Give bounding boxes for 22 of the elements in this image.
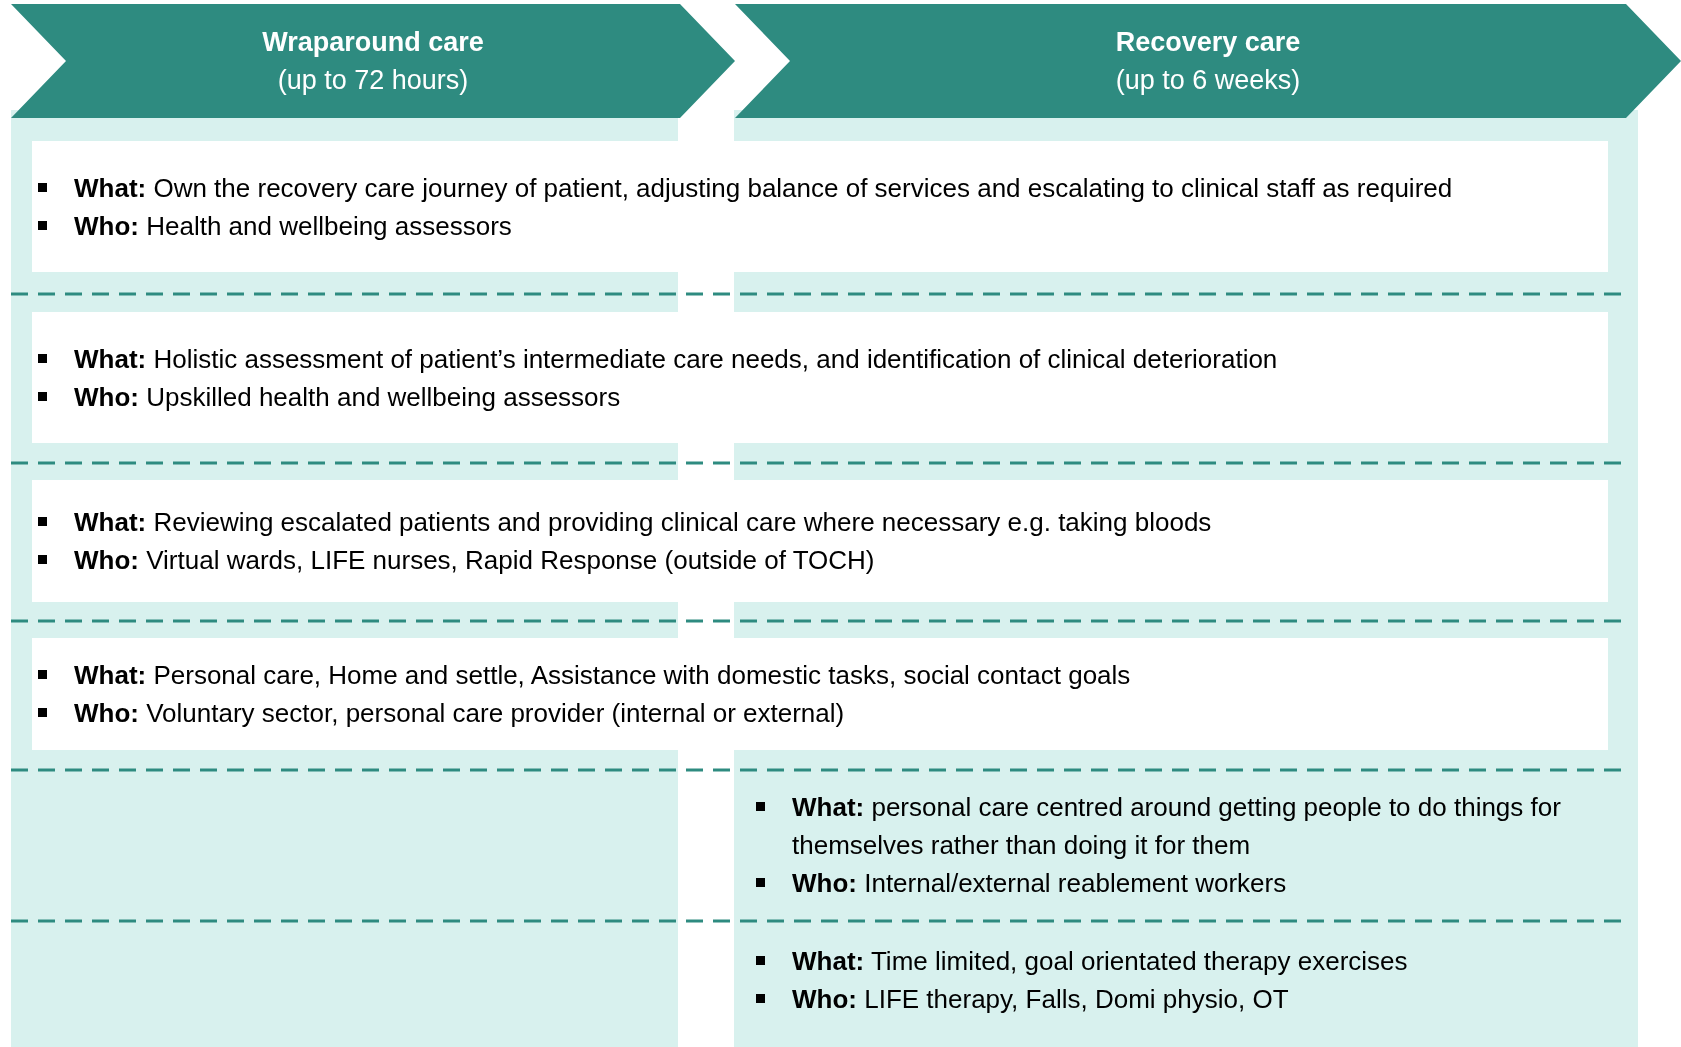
text-card	[32, 312, 1608, 443]
text-card	[32, 141, 1608, 272]
bullet-text: What: Personal care, Home and settle, Assistance with domestic tasks, social contact goals	[74, 659, 1131, 692]
text-card	[32, 638, 1608, 750]
bullet-text: Who: Internal/external reablement workers	[792, 867, 1287, 900]
bullet-text: What: Holistic assessment of patient’s intermediate care needs, and identification of clinical deterioration	[74, 342, 1278, 376]
header-title: Recovery care	[1115, 26, 1301, 59]
chevron-header	[735, 4, 1681, 118]
header-subtitle: (up to 6 weeks)	[1115, 64, 1301, 97]
text-card	[32, 480, 1608, 602]
bullet-text: Who: Voluntary sector, personal care provider (internal or external)	[74, 697, 845, 730]
bullet-text: What: personal care centred around getting people to do things for themselves rather than doing it for them	[792, 791, 1562, 862]
bullet-text: Who: Virtual wards, LIFE nurses, Rapid Response (outside of TOCH)	[74, 544, 875, 577]
bullet-text: What: Own the recovery care journey of patient, adjusting balance of services and escalating to clinical staff as required	[74, 171, 1453, 205]
bullet-text: Who: LIFE therapy, Falls, Domi physio, OT	[792, 983, 1289, 1016]
bullet-text: What: Reviewing escalated patients and providing clinical care where necessary e.g. taking bloods	[74, 506, 1212, 539]
bullet-text: Who: Upskilled health and wellbeing assessors	[74, 380, 621, 414]
chevron-header	[11, 4, 735, 118]
bullet-text: Who: Health and wellbeing assessors	[74, 209, 512, 243]
bullet-text: What: Time limited, goal orientated therapy exercises	[792, 945, 1408, 978]
header-title: Wraparound care	[262, 26, 484, 59]
header-subtitle: (up to 72 hours)	[277, 64, 469, 97]
